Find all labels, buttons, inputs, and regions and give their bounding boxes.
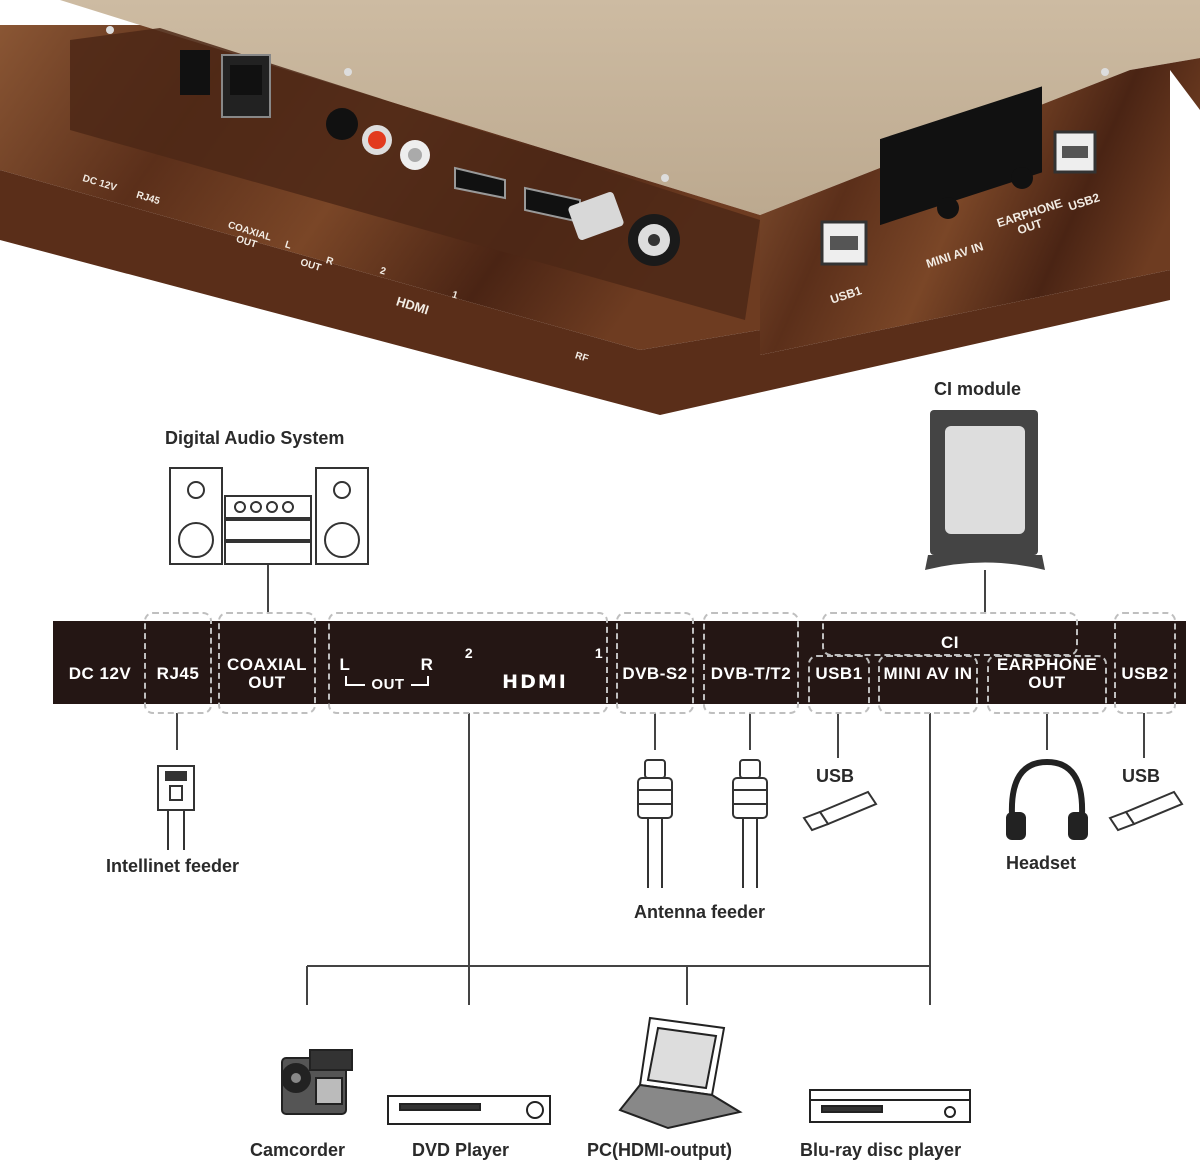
dc-port-icon: [180, 50, 210, 95]
earphone-port-icon: [1011, 167, 1033, 189]
panel-label-ci: CI: [941, 633, 959, 652]
panel-label-dvbt: DVB-T/T2: [710, 664, 792, 683]
rj45-plug-icon: [157, 765, 195, 850]
panel-label-hdmi1: 1: [594, 645, 604, 661]
panel-label-usb2: USB2: [1121, 664, 1169, 683]
usb1-dashed-box: [808, 655, 870, 714]
wood-lip: [0, 170, 1170, 415]
top-surface: [60, 0, 1200, 215]
usb-stick-right-icon: [1108, 790, 1184, 832]
panel-label-dc: DC 12V: [68, 664, 132, 683]
dvd-player-icon: [387, 1095, 551, 1125]
usb2-dashed-box: [1114, 612, 1176, 714]
panel-label-usb1: USB1: [815, 664, 863, 683]
dvbs2-dashed-box: [616, 612, 694, 714]
hdmi2-port-icon: [454, 166, 506, 200]
camcorder-icon: [281, 1049, 353, 1115]
earphone-dashed-box: [987, 655, 1107, 714]
hdmi-dashed-box: [328, 612, 608, 714]
digital-audio-system-icon: [169, 467, 369, 565]
label-intellinet-feeder: Intellinet feeder: [106, 856, 240, 876]
panel-label-r: R: [420, 655, 434, 674]
label-camcorder: Camcorder: [250, 1140, 346, 1160]
ci-slot-icon: [880, 86, 1042, 226]
bluray-player-icon: [809, 1089, 971, 1123]
label-usb-left: USB: [816, 766, 855, 786]
antenna-connector-dvbt-icon: [732, 759, 768, 888]
laptop-icon: [618, 1016, 743, 1130]
label-usb-right: USB: [1122, 766, 1161, 786]
rj45-dashed-box: [144, 612, 212, 714]
hdmi-logo: HDMI: [502, 671, 568, 693]
label-pc-hdmi-output: PC(HDMI-output): [587, 1140, 732, 1160]
satellite-connector-icon: [568, 192, 624, 240]
port-panel: [53, 621, 1186, 704]
label-antenna-feeder: Antenna feeder: [634, 902, 766, 922]
label-ci-module: CI module: [934, 379, 1022, 399]
panel-label-dvbs2: DVB-S2: [622, 664, 688, 683]
label-bluray-player: Blu-ray disc player: [800, 1140, 962, 1160]
ci-module-icon: [925, 410, 1045, 570]
dvbt-dashed-box: [703, 612, 799, 714]
coaxial-port-icon: [326, 108, 358, 140]
panel-label-rj45: RJ45: [156, 664, 200, 683]
panel-label-mini-av: MINI AV IN: [883, 664, 973, 683]
panel-label-l: L: [339, 655, 351, 674]
panel-label-out: OUT: [365, 676, 411, 694]
label-headset: Headset: [1006, 853, 1077, 873]
tv-back-photo: [0, 0, 1200, 415]
headset-icon: [1006, 758, 1088, 840]
usb-stick-left-icon: [802, 790, 878, 832]
antenna-connector-dvbs2-icon: [637, 759, 673, 888]
label-digital-audio-system: Digital Audio System: [165, 428, 345, 448]
mini-av-port-icon: [937, 197, 959, 219]
panel-label-hdmi2: 2: [464, 645, 474, 661]
label-dvd-player: DVD Player: [412, 1140, 510, 1160]
coaxial-dashed-box: [218, 612, 316, 714]
mini-av-dashed-box: [878, 655, 978, 714]
